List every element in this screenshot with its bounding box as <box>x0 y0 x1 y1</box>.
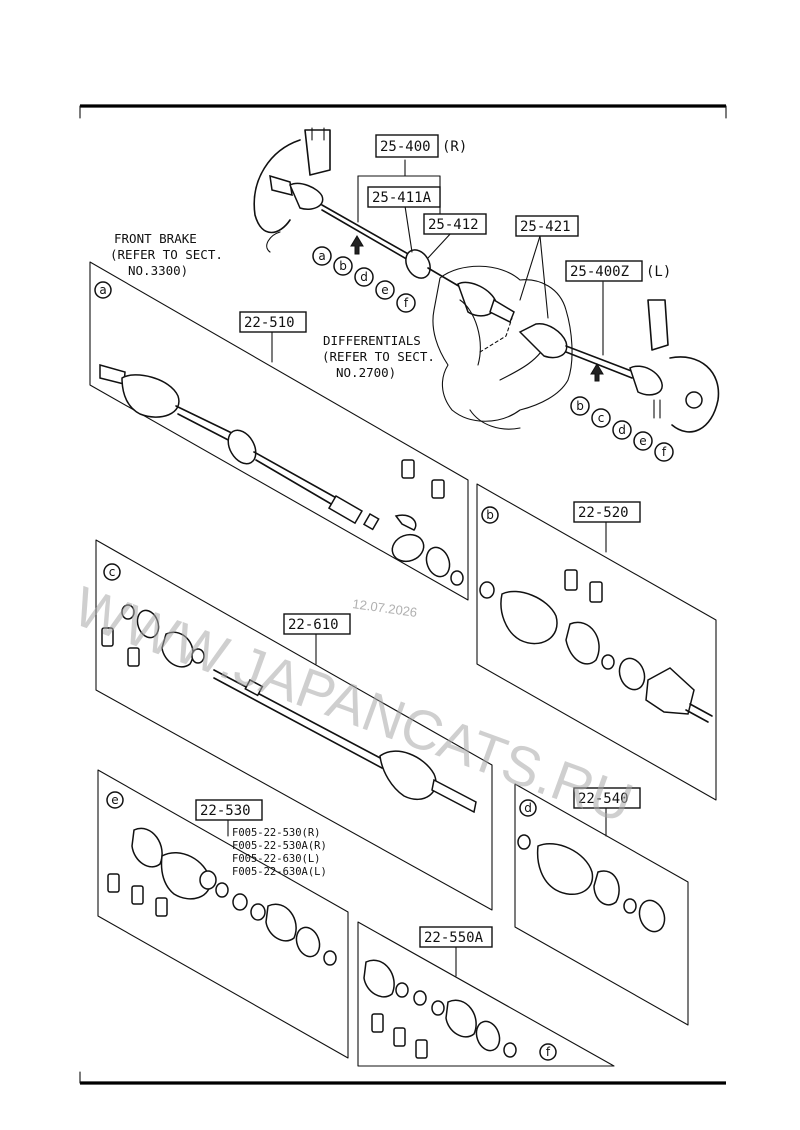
strut-lower-l <box>647 299 669 351</box>
svg-text:c: c <box>109 565 116 579</box>
svg-text:f: f <box>662 445 667 459</box>
panel-f-frame <box>357 921 615 1067</box>
svg-text:c: c <box>598 411 605 425</box>
front-brake-disc-l <box>669 356 720 433</box>
svg-text:a: a <box>99 283 106 297</box>
callout-label: 22-530 <box>200 803 251 819</box>
shaft-bearing <box>405 249 431 279</box>
front-brake-note: FRONT BRAKE (REFER TO SECT. NO.3300) <box>110 231 223 278</box>
svg-text:e: e <box>639 434 646 448</box>
svg-text:f: f <box>546 1045 551 1059</box>
svg-text:FRONT BRAKE: FRONT BRAKE <box>114 231 197 246</box>
right-shaft <box>321 204 411 256</box>
front-brake-disc <box>253 139 301 234</box>
outer-boot-l <box>629 365 663 396</box>
svg-text:NO.3300): NO.3300) <box>128 263 188 278</box>
svg-text:b: b <box>576 399 584 413</box>
watermark-date: 12.07.2026 <box>352 596 419 620</box>
svg-text:d: d <box>360 270 368 284</box>
callout-22-510 <box>239 311 307 333</box>
panel-d-frame <box>514 783 689 1026</box>
hub-nut <box>685 391 703 409</box>
letter-row-right: b c d e f <box>570 396 674 462</box>
svg-text:F005-22-530(R): F005-22-530(R) <box>232 827 321 839</box>
svg-text:F005-22-530A(R): F005-22-530A(R) <box>232 840 327 852</box>
callout-label: 22-520 <box>578 505 629 521</box>
panel-f: f 22-550A <box>357 921 615 1067</box>
svg-text:(REFER TO SECT.: (REFER TO SECT. <box>110 247 223 262</box>
callout-25-421: 25-421 <box>515 215 579 237</box>
svg-text:(REFER TO SECT.: (REFER TO SECT. <box>322 349 435 364</box>
left-shaft <box>565 345 635 373</box>
outer-boot-r <box>289 182 324 210</box>
panel-a-frame <box>89 261 469 601</box>
callout-25-412: 25-412 <box>423 213 487 235</box>
svg-text:DIFFERENTIALS: DIFFERENTIALS <box>323 333 421 348</box>
callout-label: 22-510 <box>244 315 295 331</box>
svg-text:e: e <box>111 793 118 807</box>
svg-text:F005-22-630(L): F005-22-630(L) <box>232 853 321 865</box>
panel-c: c 22-610 <box>95 539 493 911</box>
callout-25-411a: 25-411A <box>367 186 441 208</box>
panel-e-frame <box>97 769 349 1059</box>
part-number-list: F005-22-530(R) F005-22-530A(R) F005-22-6… <box>232 827 327 878</box>
panel-a: a 22-510 <box>89 261 469 601</box>
callout-22-520 <box>573 501 641 523</box>
callout-label: 25-400Z <box>570 264 629 280</box>
callout-22-610 <box>283 613 351 635</box>
transaxle-housing <box>432 265 573 422</box>
callout-25-400z: 25-400Z (L) <box>565 260 671 282</box>
svg-text:d: d <box>618 423 626 437</box>
svg-text:a: a <box>318 249 325 263</box>
svg-text:NO.2700): NO.2700) <box>336 365 396 380</box>
callout-label: 22-550A <box>424 930 484 946</box>
callout-25-400: 25-400 (R) <box>375 134 467 158</box>
panel-c-frame <box>95 539 493 911</box>
outer-joint-r <box>269 174 293 197</box>
callout-label: 22-610 <box>288 617 339 633</box>
panel-d: d 22-540 <box>514 783 689 1026</box>
callout-side-l: (L) <box>646 264 671 280</box>
letter-row-top: a b d e f <box>312 246 416 313</box>
svg-text:f: f <box>404 296 409 310</box>
differentials-note: DIFFERENTIALS (REFER TO SECT. NO.2700) <box>322 333 435 380</box>
callout-label: 25-411A <box>372 190 432 206</box>
arrow-up-icon <box>350 235 364 255</box>
svg-text:b: b <box>486 508 494 522</box>
svg-text:F005-22-630A(L): F005-22-630A(L) <box>232 866 327 878</box>
callout-22-530 <box>195 799 263 821</box>
assembly-overview <box>253 127 720 433</box>
callout-label: 22-540 <box>578 791 629 807</box>
callout-side-r: (R) <box>442 139 467 155</box>
arrow-up-icon-2 <box>590 363 604 382</box>
callout-label: 25-400 <box>380 139 431 155</box>
inner-joint-l <box>518 323 568 359</box>
svg-text:d: d <box>524 801 532 815</box>
panel-b-frame <box>476 483 717 801</box>
callout-22-540 <box>573 787 641 809</box>
callout-label: 25-421 <box>520 219 571 235</box>
svg-text:b: b <box>339 259 347 273</box>
panel-b: b 22-520 <box>476 483 717 801</box>
strut-lower <box>304 129 331 176</box>
panel-e: e 22-530 F005-22-530(R) F005-22-530A(R) … <box>97 769 349 1059</box>
svg-text:e: e <box>381 283 388 297</box>
callout-label: 25-412 <box>428 217 479 233</box>
